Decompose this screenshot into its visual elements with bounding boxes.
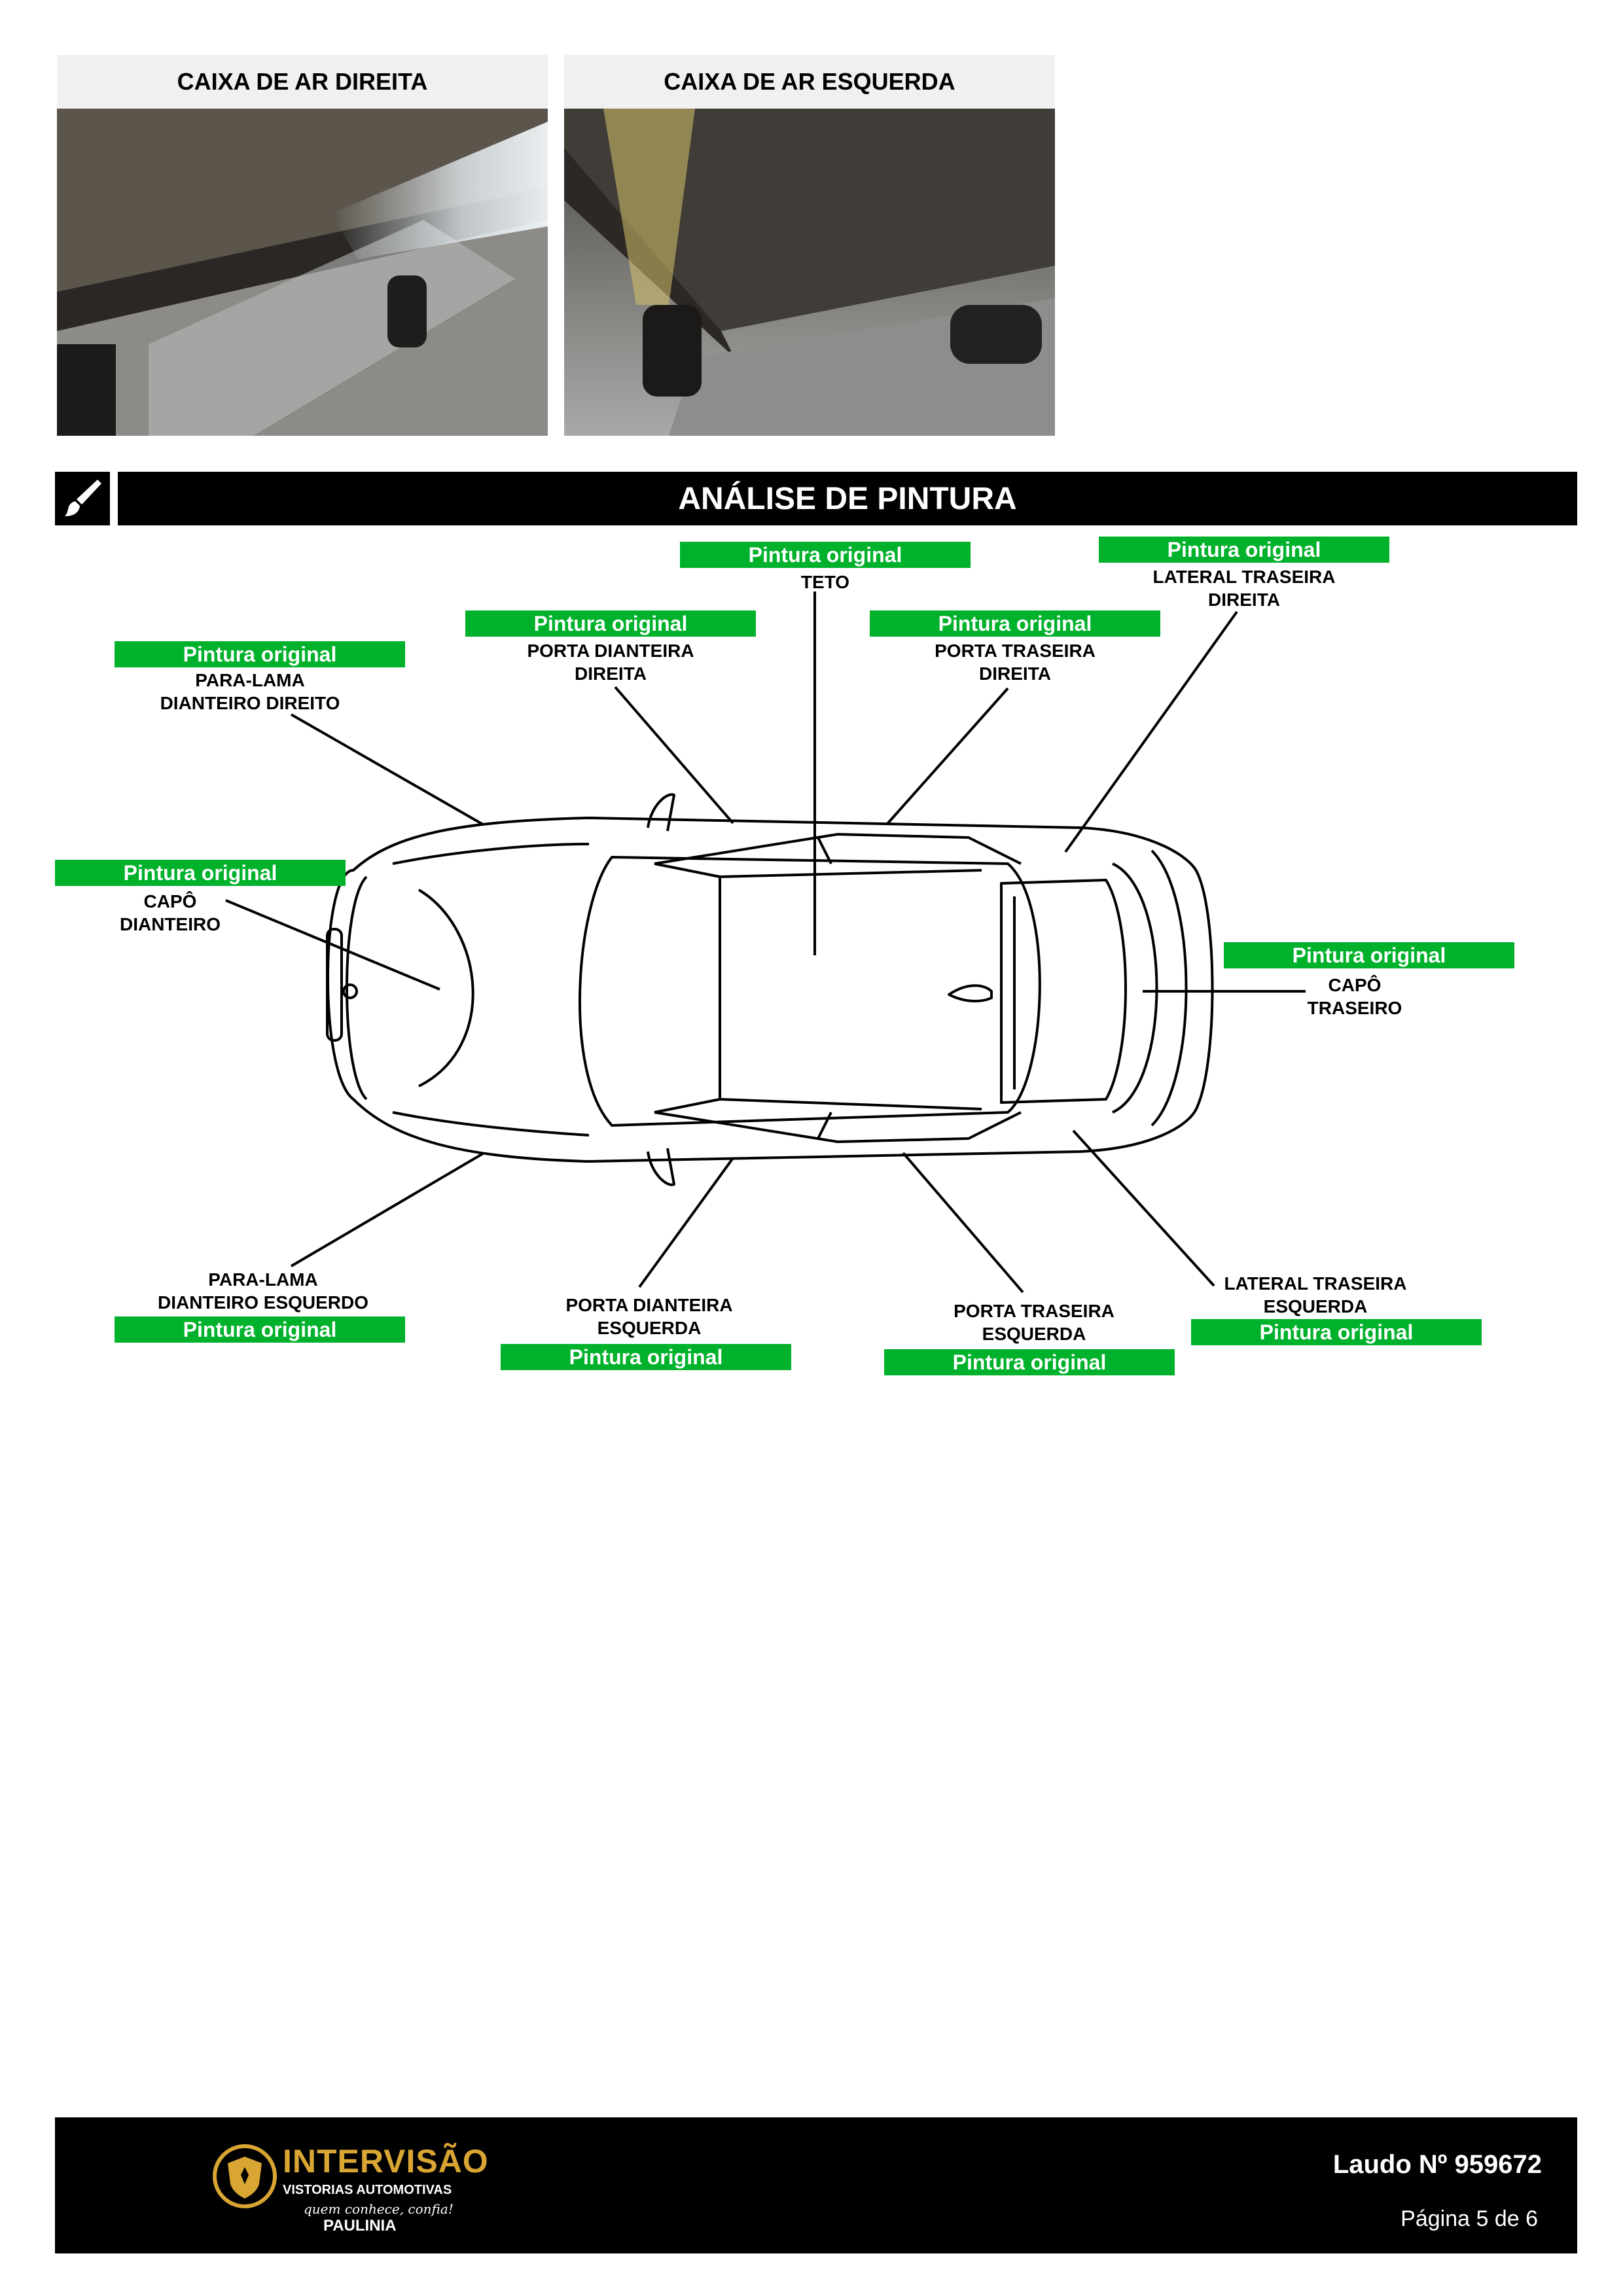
section-title: ANÁLISE DE PINTURA [118, 472, 1577, 525]
brand-city: PAULINIA [323, 2217, 397, 2234]
status-badge: Pintura original [1099, 537, 1389, 563]
intervisao-logo: INTERVISÃO VISTORIAS AUTOMOTIVAS quem co… [212, 2136, 526, 2234]
page-number: Página 5 de 6 [1400, 2206, 1538, 2231]
status-badge: Pintura original [1191, 1319, 1482, 1345]
status-badge: Pintura original [465, 610, 756, 637]
photo-card-left-sill: CAIXA DE AR ESQUERDA [564, 55, 1055, 436]
brand-name: INTERVISÃO [283, 2143, 489, 2180]
status-badge: Pintura original [1224, 942, 1514, 968]
status-badge: Pintura original [501, 1344, 791, 1370]
underbody-photo-left [564, 109, 1055, 436]
status-badge: Pintura original [115, 641, 405, 667]
brand-subtitle: VISTORIAS AUTOMOTIVAS [283, 2183, 452, 2197]
report-number: Laudo Nº 959672 [1332, 2150, 1542, 2179]
shield-logo-icon [213, 2144, 277, 2208]
underbody-photo-right [57, 109, 548, 436]
page-footer: INTERVISÃO VISTORIAS AUTOMOTIVAS quem co… [55, 2117, 1577, 2253]
status-badge: Pintura original [870, 610, 1160, 637]
status-badge: Pintura original [115, 1316, 405, 1343]
photo-title: CAIXA DE AR ESQUERDA [564, 55, 1055, 109]
photo-card-right-sill: CAIXA DE AR DIREITA [57, 55, 548, 436]
status-badge: Pintura original [55, 860, 346, 886]
paint-brush-icon [55, 472, 110, 525]
status-badge: Pintura original [884, 1349, 1175, 1375]
brand-tagline: quem conhece, confia! [304, 2201, 454, 2217]
photo-title: CAIXA DE AR DIREITA [57, 55, 548, 109]
part-label-teto: TETO [800, 572, 850, 592]
status-badge: Pintura original [680, 542, 971, 568]
